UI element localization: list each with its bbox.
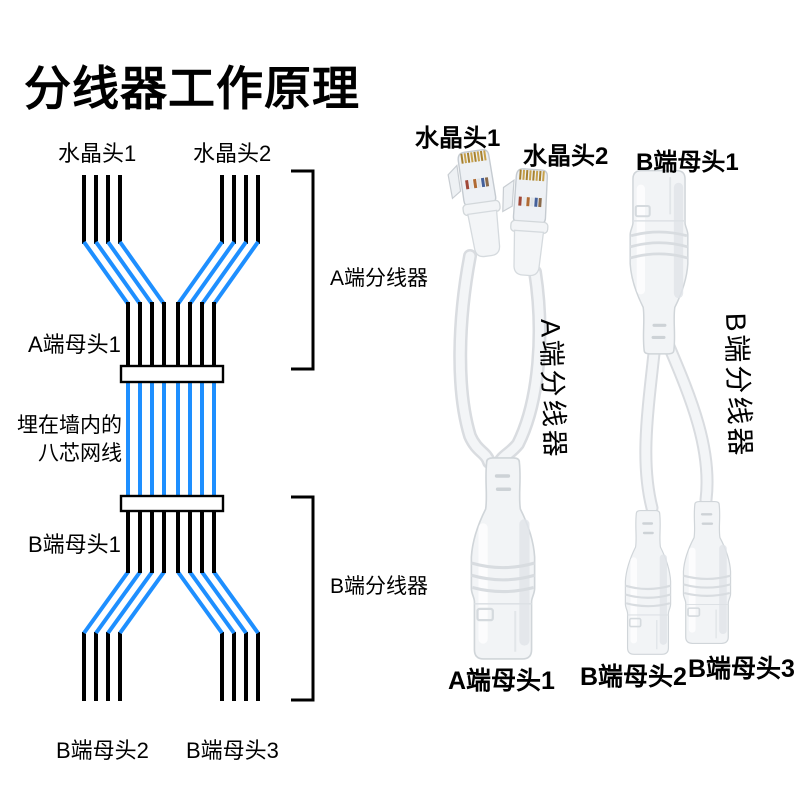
wire-blue-segment [118,240,166,306]
rj45-crystal-plug-2 [496,166,553,278]
label-wall-cable-line1: 埋在墙内的 [17,414,122,437]
wire-blue-segment [188,570,236,635]
wall-jack-top [119,364,225,384]
label-photo-crystal2: 水晶头2 [523,143,609,170]
label-diagram-b-female2: B端母头2 [56,738,149,763]
label-photo-b-female3: B端母头3 [688,655,795,683]
bracket-a-splitter [291,169,315,371]
b-female-connector-3 [682,500,732,645]
label-diagram-crystal2: 水晶头2 [193,141,272,166]
wire-blue-segment [212,570,260,635]
wire-blue-segment [82,570,130,635]
label-wall-cable: 埋在墙内的 八芯网线 [16,412,122,468]
label-bracket-a-splitter: A端分线器 [330,267,429,290]
label-photo-b-female1: B端母头1 [636,149,739,176]
label-photo-b-splitter-vertical: B端分线器 [720,312,757,459]
b-female-connector-2 [624,509,672,656]
label-photo-b-female2: B端母头2 [580,663,687,691]
wall-jack-bottom [119,494,225,513]
label-wall-cable-line2: 八芯网线 [38,442,122,465]
label-photo-crystal1: 水晶头1 [415,125,501,152]
wire-blue-segment [106,570,154,635]
wire-blue-segment [176,240,224,306]
label-photo-a-splitter-vertical: A端分线器 [535,318,570,461]
wire-blue-segment [200,570,248,635]
a-female-connector-1 [469,456,537,661]
rj45-crystal-plug-1 [444,147,508,261]
wire-blue-segment [118,570,166,635]
label-photo-a-female1: A端母头1 [448,667,555,695]
a-splitter-cables [453,249,547,471]
label-diagram-a-female1: A端母头1 [28,332,121,357]
wire-blue-segment [106,240,154,306]
wire-blue-segment [212,240,260,306]
b-splitter-cables [639,337,714,515]
wire-blue-segment [82,240,130,306]
wire-blue-segment [200,240,248,306]
page-title: 分线器工作原理 [24,62,360,115]
label-diagram-b-female1: B端母头1 [28,532,121,557]
wire-blue-segment [176,570,224,635]
wire-blue-segment [94,570,142,635]
wire-lines [82,175,260,701]
b-female-connector-1 [628,169,690,356]
wire-blue-segment [94,240,142,306]
label-diagram-crystal1: 水晶头1 [58,141,137,166]
bracket-b-splitter [291,495,315,702]
wire-blue-segment [188,240,236,306]
label-diagram-b-female3: B端母头3 [186,738,279,763]
label-bracket-b-splitter: B端分线器 [330,575,429,598]
